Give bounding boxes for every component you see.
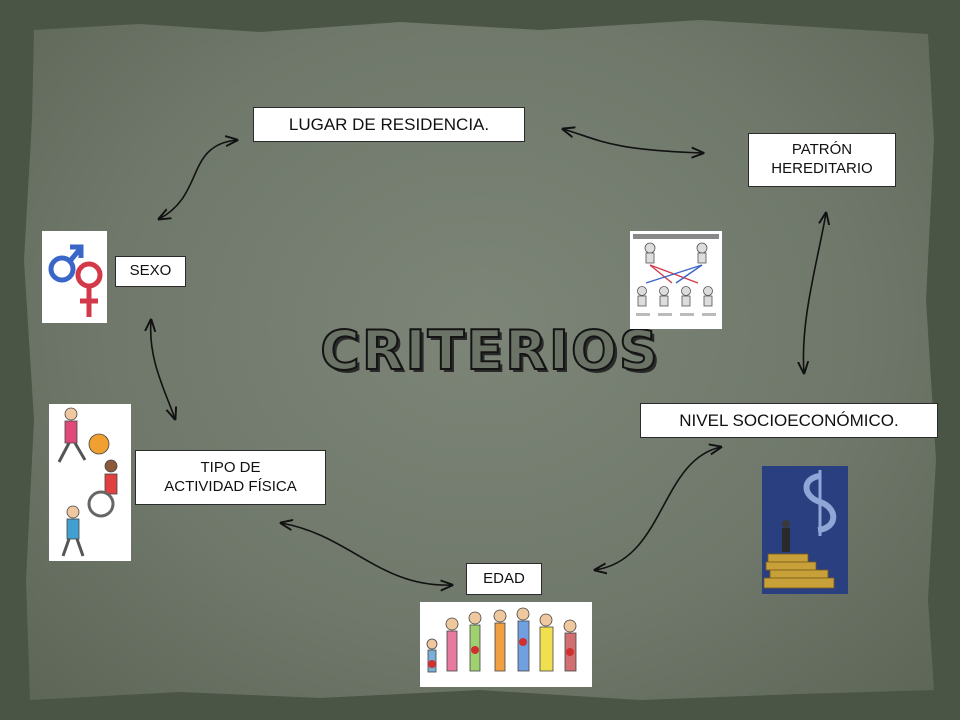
node-socioeconomic: NIVEL SOCIOECONÓMICO. — [640, 403, 938, 438]
node-sex-label: SEXO — [129, 262, 172, 280]
node-age-label: EDAD — [483, 569, 525, 587]
node-activity-label: TIPO DE ACTIVIDAD FÍSICA — [164, 458, 297, 495]
arrow-socioeconomic-age — [595, 447, 721, 570]
node-activity: TIPO DE ACTIVIDAD FÍSICA — [135, 450, 326, 505]
node-hereditary-label: PATRÓN HEREDITARIO — [771, 141, 873, 177]
node-residence-label: LUGAR DE RESIDENCIA. — [288, 114, 490, 134]
arrow-hereditary-socioeconomic — [803, 213, 826, 373]
gender-symbols-icon — [42, 231, 107, 323]
dollar-sign-coins-icon — [762, 466, 848, 594]
node-sex: SEXO — [115, 256, 186, 287]
node-hereditary: PATRÓN HEREDITARIO — [748, 133, 896, 187]
node-socioeconomic-label: NIVEL SOCIOECONÓMICO. — [679, 410, 899, 430]
node-age: EDAD — [466, 563, 542, 595]
title: CRITERIOS — [319, 318, 660, 383]
node-residence: LUGAR DE RESIDENCIA. — [253, 107, 525, 142]
age-groups-illustration — [420, 602, 592, 687]
arrow-age-activity — [281, 523, 452, 585]
arrow-residence-hereditary — [563, 129, 703, 153]
arrow-sex-residence — [159, 140, 237, 219]
x-linked-inheritance-diagram — [630, 231, 722, 329]
arrow-activity-sex — [151, 320, 175, 419]
physical-activity-people-illustration — [49, 404, 131, 561]
